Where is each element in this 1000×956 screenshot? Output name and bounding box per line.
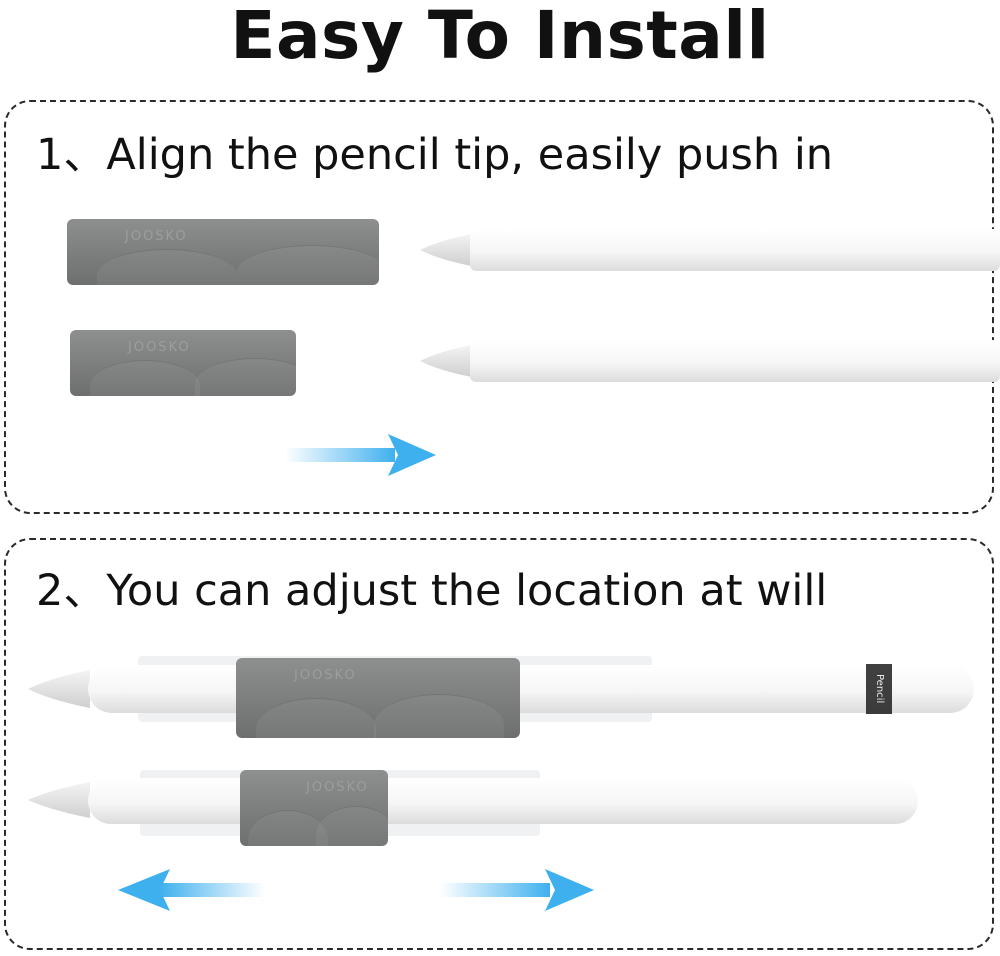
step-1-panel: 1、Align the pencil tip, easily push in [4,100,994,514]
grip-installed-upper: JOOSKO [236,658,520,738]
pencil-lower [420,340,1000,382]
step-2-panel: 2、You can adjust the location at will [4,538,994,950]
step-1-heading: 1、Align the pencil tip, easily push in [36,130,834,180]
grip-brand-label: JOOSKO [294,668,357,683]
pencil-installed-lower [28,778,918,824]
arrow-left-icon [118,869,265,911]
pencil-band-label: Pencil [874,674,885,704]
grip-upper: JOOSKO [67,219,379,285]
arrow-right-icon [285,434,436,476]
arrow-right-icon [440,869,594,911]
page-title: Easy To Install [230,0,770,74]
grip-brand-label: JOOSKO [128,340,191,355]
pencil-upper [420,229,1000,271]
step-2-heading: 2、You can adjust the location at will [36,566,828,616]
grip-installed-lower: JOOSKO [240,770,388,846]
grip-brand-label: JOOSKO [125,229,188,244]
grip-brand-label: JOOSKO [306,780,369,795]
grip-lower: JOOSKO [70,330,296,396]
